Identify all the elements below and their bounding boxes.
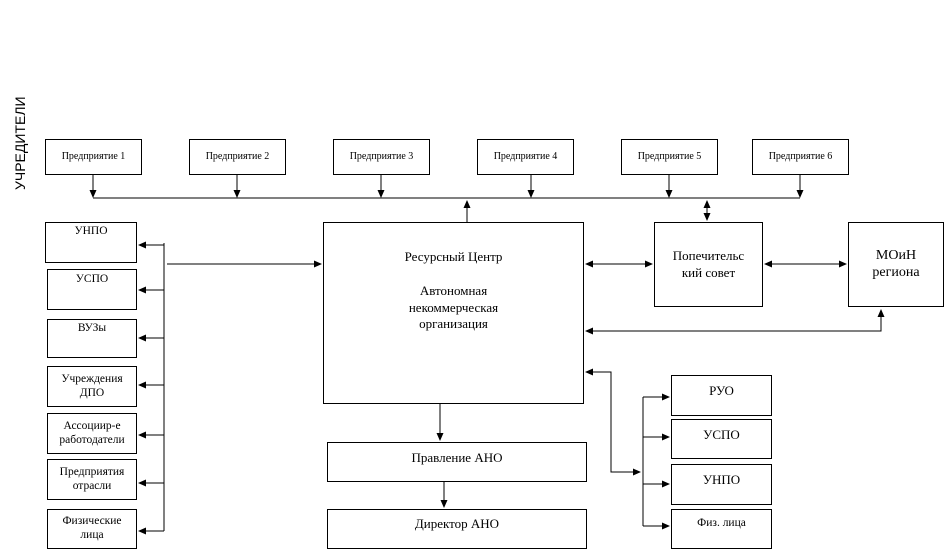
founder-box-5: Предприятие 5 [621,139,718,175]
left-partner-box-2: УСПО [47,269,137,310]
left-partner-box-1: УНПО [45,222,137,263]
management-board-box: Правление АНО [327,442,587,482]
right-partner-box-1: РУО [671,375,772,416]
board-of-trustees-box: Попечительс кий совет [654,222,763,307]
founder-label: Предприятие 2 [205,151,270,163]
founder-label: Предприятие 3 [349,151,414,163]
right-partner-box-2: УСПО [671,419,772,459]
founder-box-4: Предприятие 4 [477,139,574,175]
left-partner-box-4: Учреждения ДПО [47,366,137,407]
left-partner-box-6: Предприятия отрасли [47,459,137,500]
resource-center-subtitle: Автономная некоммерческая организация [408,283,499,331]
resource-center-box: Ресурсный Центр Автономная некоммерческа… [323,222,584,404]
left-partner-box-5: Ассоциир-е работодатели [47,413,137,454]
founder-box-1: Предприятие 1 [45,139,142,175]
left-partner-box-3: ВУЗы [47,319,137,358]
founder-label: Предприятие 1 [61,151,126,163]
resource-center-title: Ресурсный Центр [404,249,503,264]
founder-label: Предприятие 6 [768,151,833,163]
founder-box-3: Предприятие 3 [333,139,430,175]
right-partner-box-3: УНПО [671,464,772,505]
founder-label: Предприятие 4 [493,151,558,163]
right-partner-box-4: Физ. лица [671,509,772,549]
founder-label: Предприятие 5 [637,151,702,163]
left-partner-box-7: Физические лица [47,509,137,549]
founder-box-2: Предприятие 2 [189,139,286,175]
founder-box-6: Предприятие 6 [752,139,849,175]
ministry-box: МОиН региона [848,222,944,307]
director-box: Директор АНО [327,509,587,549]
